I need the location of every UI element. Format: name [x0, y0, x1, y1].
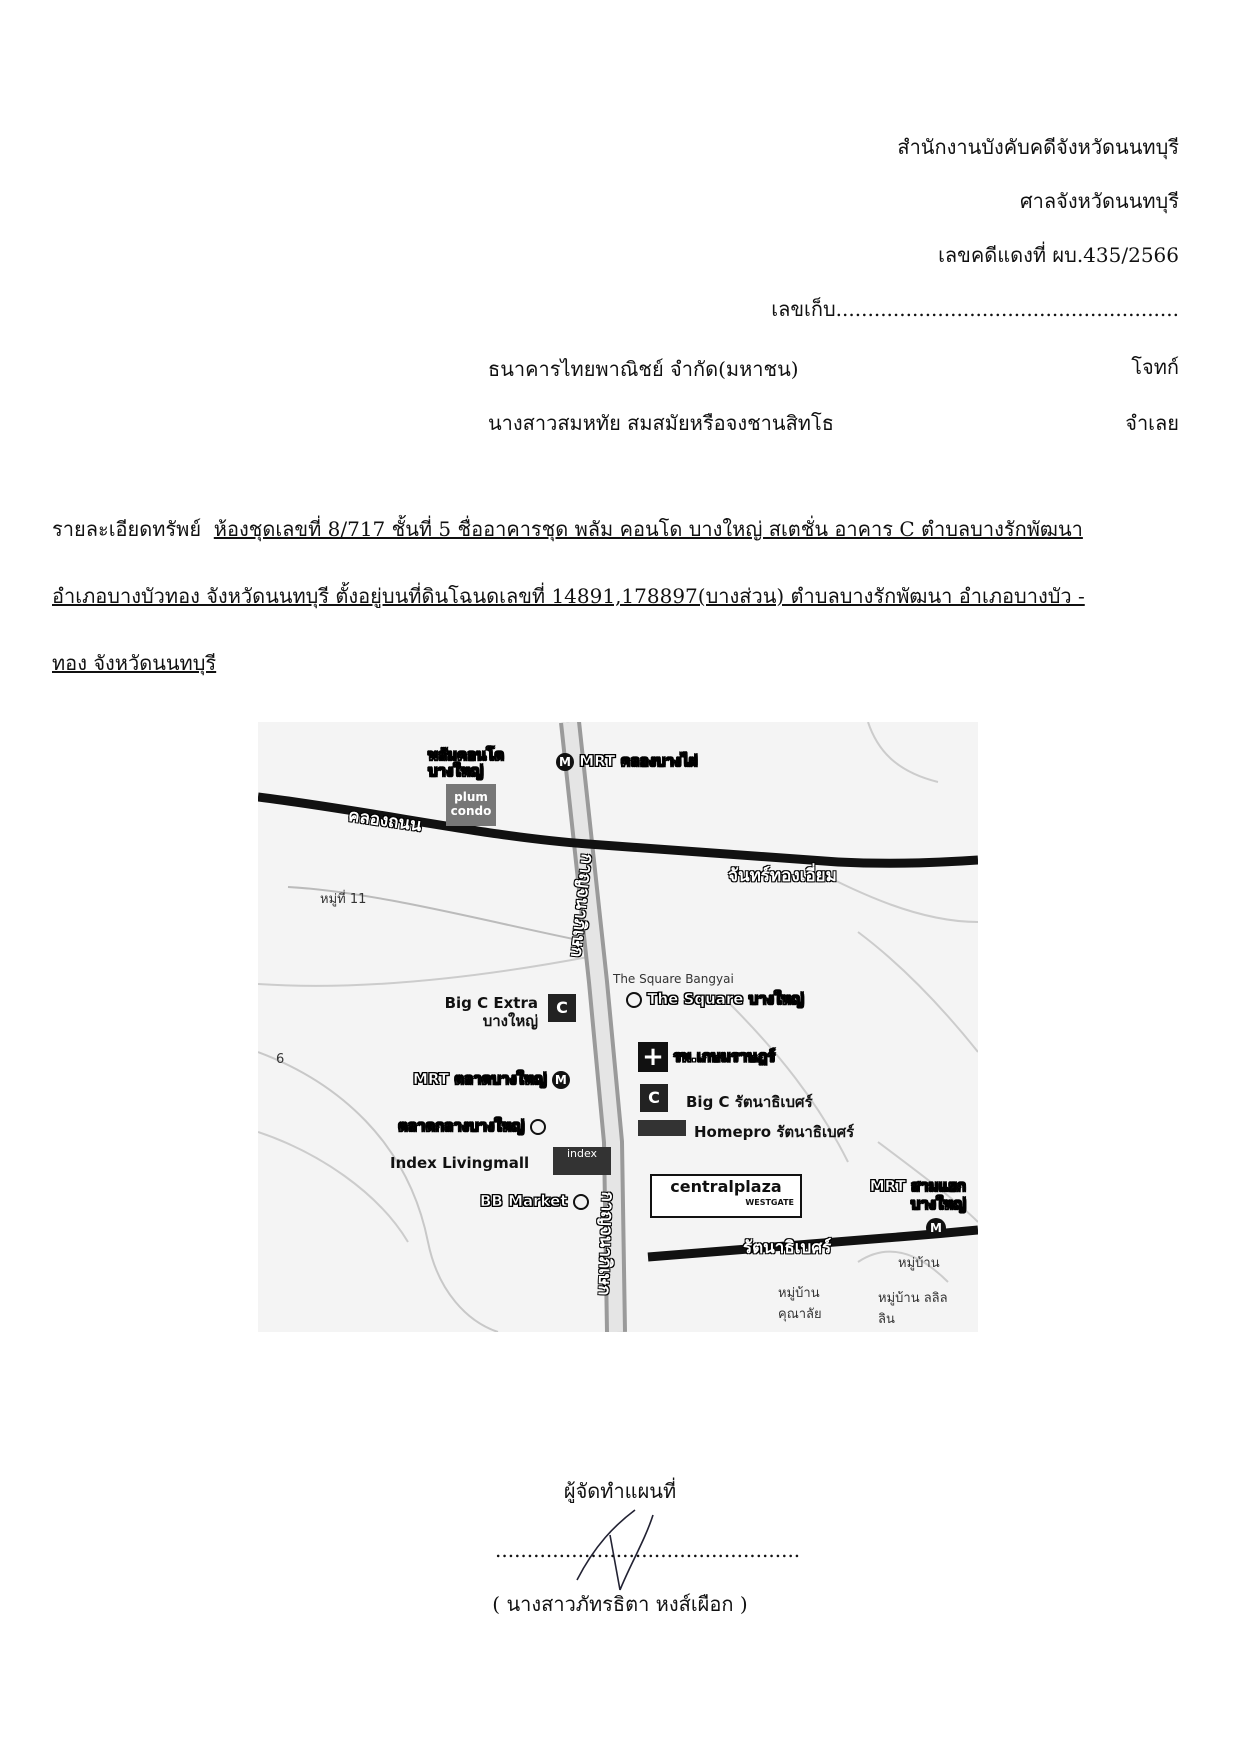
index-logo: index [553, 1147, 611, 1175]
map-maker-name: ( นางสาวภัทรธิตา หงส์เผือก ) [492, 1592, 748, 1616]
road-chan-thong-iam-label: จันทร์ทองเอี่ยม [728, 866, 837, 886]
map-roads [258, 722, 978, 1332]
property-line-2: อำเภอบางบัวทอง จังหวัดนนทบุรี ตั้งอยู่บน… [52, 584, 1085, 608]
place-circle-icon [529, 1118, 546, 1135]
plaintiff-name: ธนาคารไทยพาณิชย์ จำกัด(มหาชน) [488, 357, 799, 381]
place-circle-icon [572, 1193, 589, 1210]
index-label: Index Livingmall [390, 1154, 530, 1172]
bigc-extra-icon: C [548, 994, 576, 1022]
plum-condo-logo: plum condo [446, 784, 496, 826]
place-circle-icon [626, 991, 642, 1008]
road-kanchanaphisek-bottom-label: กาญจนาภิเษก [593, 1191, 618, 1296]
property-line-1: รายละเอียดทรัพย์ ห้องชุดเลขที่ 8/717 ชั้… [52, 496, 1182, 563]
map-maker-title: ผู้จัดทำแผนที่ [563, 1479, 677, 1503]
index-logo-text: index [566, 1147, 598, 1160]
the-square-text: The Square บางใหญ่ [647, 990, 804, 1009]
village-label-2: หมู่บ้าน คุณาลัย [778, 1286, 822, 1322]
hospital-text: รพ.เกษมราษฎร์ [673, 1047, 776, 1066]
mrt-talad-text: MRT ตลาดบางใหญ่ [413, 1070, 547, 1089]
talad-klang-text: ตลาดกลางบางใหญ่ [398, 1117, 525, 1136]
mrt-khlong-bang-phai-label: M MRT คลองบางไผ่ [556, 749, 698, 773]
central-sub-text: WESTGATE [745, 1198, 794, 1207]
six-label: 6 [276, 1052, 285, 1067]
central-text: centralplaza [670, 1177, 782, 1196]
plaintiff-role: โจทก์ [1131, 355, 1179, 379]
signature-mark [576, 1509, 654, 1591]
mrt-khlong-bang-phai-text: MRT คลองบางไผ่ [579, 752, 698, 771]
the-square-small-label: The Square Bangyai [613, 972, 734, 986]
location-map: พลัมคอนโด บางใหญ่ plum condo M MRT คลองบ… [258, 722, 978, 1332]
homepro-logo [638, 1120, 686, 1136]
homepro-label: Homepro รัตนาธิเบศร์ [694, 1123, 855, 1141]
mrt-talad-label: MRT ตลาดบางใหญ่ M [413, 1067, 570, 1091]
defendant-name: นางสาวสมหทัย สมสมัยหรือจงชานสิทโธ [488, 411, 834, 435]
metro-icon: M [926, 1218, 946, 1238]
bb-market-label: BB Market [480, 1192, 589, 1210]
metro-icon: M [556, 752, 574, 771]
property-text-1: ห้องชุดเลขที่ 8/717 ชั้นที่ 5 ชื่ออาคารช… [213, 517, 1083, 541]
file-number: เลขเก็บ.................................… [771, 297, 1179, 321]
the-square-label: The Square บางใหญ่ [626, 987, 804, 1011]
village-label-1: หมู่บ้าน [898, 1256, 940, 1271]
mrt-samyaek-label: MRT สามแยกบางใหญ่ [869, 1177, 966, 1214]
defendant-role: จำเลย [1125, 411, 1179, 435]
plum-logo-text: plum condo [450, 790, 492, 818]
bb-market-text: BB Market [480, 1192, 568, 1211]
property-line-3: ทอง จังหวัดนนทบุรี [52, 651, 217, 675]
property-label: รายละเอียดทรัพย์ [52, 517, 202, 541]
road-rattanathibet-label: รัตนาธิเบศร์ [743, 1238, 832, 1258]
village-label-3: หมู่บ้าน ลลิล ลิน [878, 1291, 948, 1327]
bigc-rattana-icon: C [640, 1084, 668, 1112]
office-name: สำนักงานบังคับคดีจังหวัดนนทบุรี [897, 135, 1179, 159]
case-number: เลขคดีแดงที่ ผบ.435/2566 [938, 243, 1179, 267]
metro-icon: M [551, 1070, 570, 1089]
central-plaza-logo: centralplaza WESTGATE [650, 1174, 802, 1218]
talad-klang-label: ตลาดกลางบางใหญ่ [398, 1114, 546, 1138]
bigc-extra-label: Big C Extra บางใหญ่ [444, 994, 538, 1030]
property-description: รายละเอียดทรัพย์ ห้องชุดเลขที่ 8/717 ชั้… [52, 496, 1182, 697]
signature-dots: ........................................… [495, 1538, 801, 1562]
moo11-label: หมู่ที่ 11 [320, 892, 367, 907]
hospital-cross-icon: + [638, 1042, 668, 1072]
court-name: ศาลจังหวัดนนทบุรี [1019, 189, 1179, 213]
plum-condo-label: พลัมคอนโด บางใหญ่ [428, 746, 505, 780]
hospital-label: + รพ.เกษมราษฎร์ [638, 1042, 776, 1072]
bigc-rattana-label: Big C รัตนาธิเบศร์ [686, 1093, 813, 1111]
